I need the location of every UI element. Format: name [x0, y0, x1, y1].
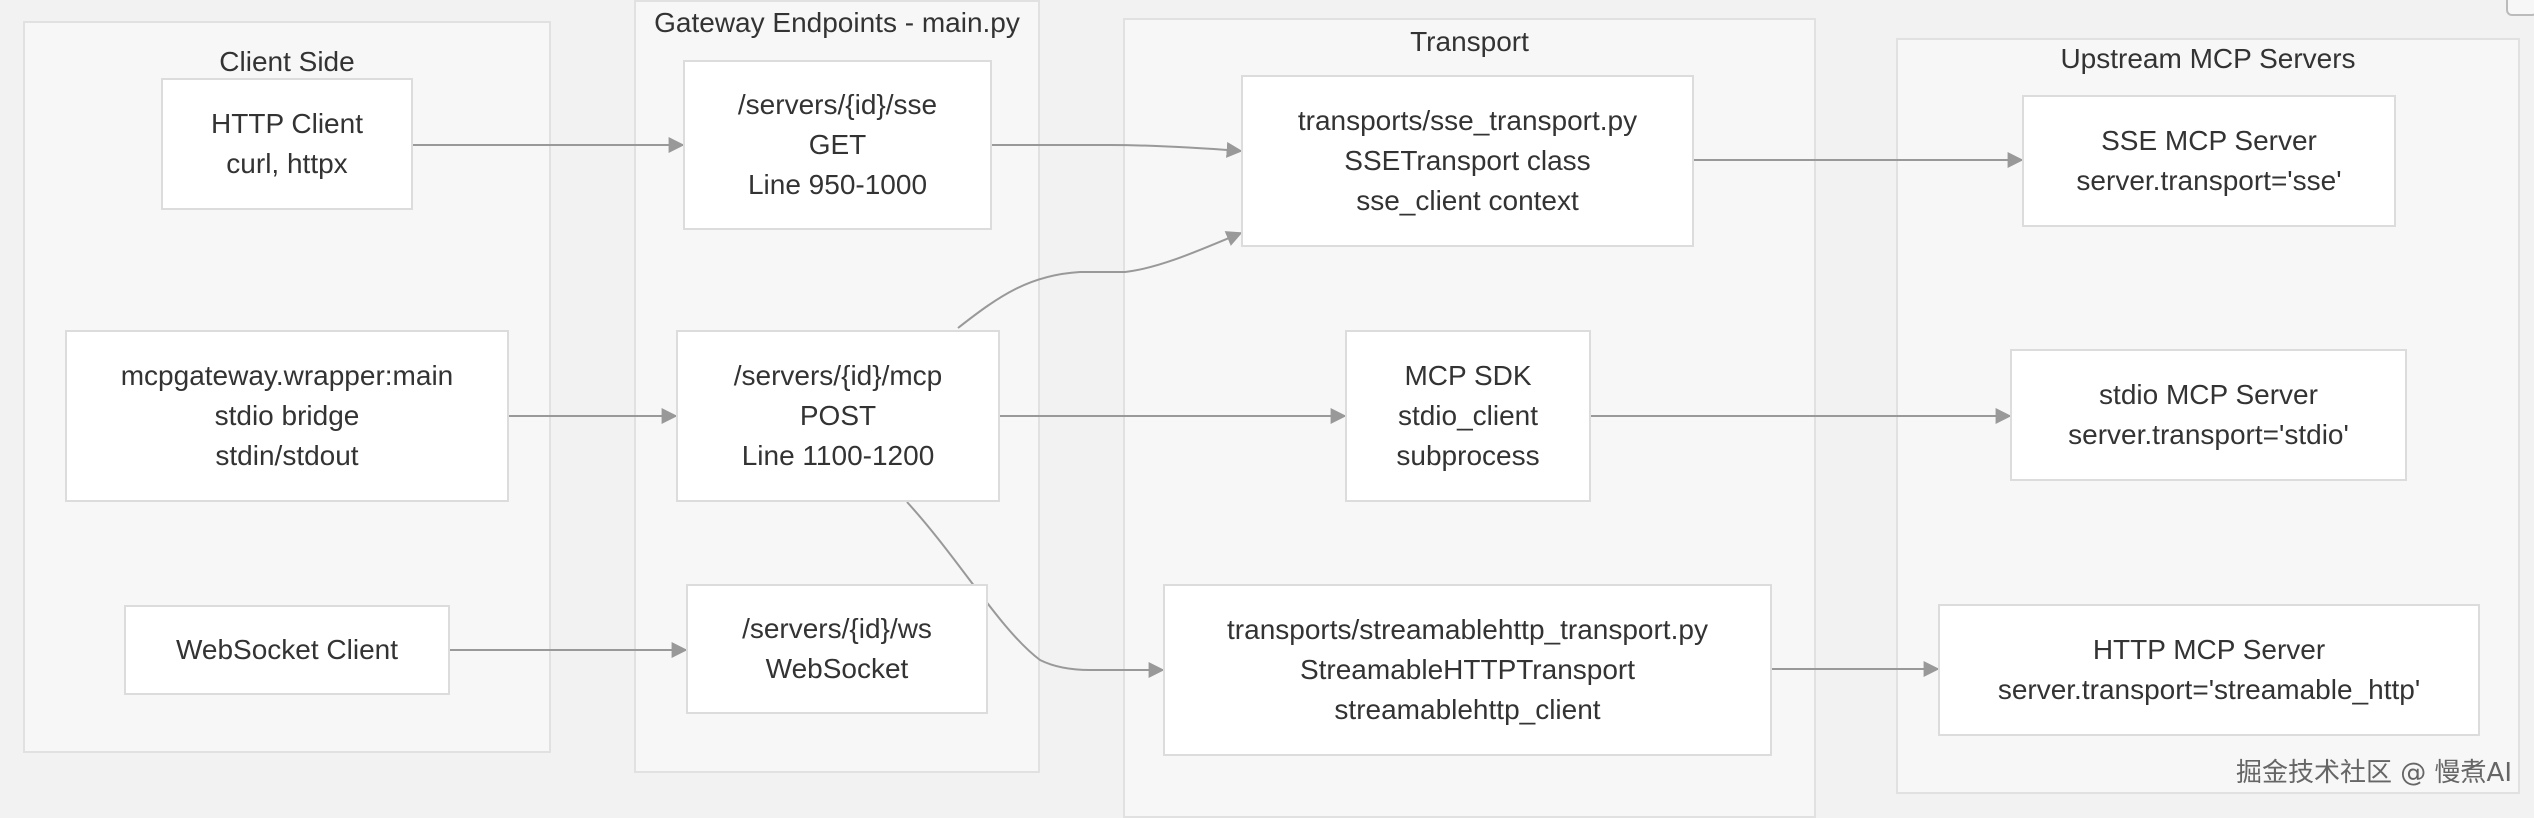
node-http-mcp-server[interactable]: HTTP MCP Server server.transport='stream… — [1938, 604, 2480, 736]
cluster-title-transport-implementations: Transport Implementations — [1410, 26, 1529, 57]
node-sse-server-line-1: SSE MCP Server — [2101, 125, 2317, 156]
node-mcp-sdk-line-2: stdio_client — [1397, 400, 1539, 431]
node-streamable-transport-line-1: transports/streamablehttp_transport.py — [1227, 614, 1708, 645]
watermark-text: 掘金技术社区 @ 慢煮AI — [2236, 758, 2512, 788]
node-stdio-server-line-2: server.transport='stdio' — [2068, 419, 2349, 450]
node-sse-endpoint-line-2: GET — [808, 129, 867, 160]
node-mcpgateway-wrapper[interactable]: mcpgateway.wrapper:main stdio bridge std… — [65, 330, 509, 502]
node-sse-mcp-server[interactable]: SSE MCP Server server.transport='sse' — [2022, 95, 2396, 227]
node-mcp-endpoint-line-2: POST — [799, 400, 877, 431]
node-ws-endpoint[interactable]: /servers/{id}/ws WebSocket — [686, 584, 988, 714]
node-websocket-client[interactable]: WebSocket Client — [124, 605, 450, 695]
node-wrapper-line-1: mcpgateway.wrapper:main — [120, 360, 454, 391]
corner-control-icon[interactable] — [2506, 0, 2534, 16]
node-ws-endpoint-line-1: /servers/{id}/ws — [742, 613, 932, 644]
node-mcp-endpoint[interactable]: /servers/{id}/mcp POST Line 1100-1200 — [676, 330, 1000, 502]
node-stdio-server-line-1: stdio MCP Server — [2099, 379, 2318, 410]
node-sse-server-line-2: server.transport='sse' — [2076, 165, 2342, 196]
node-mcp-sdk-line-1: MCP SDK — [1404, 360, 1532, 391]
node-mcp-sdk[interactable]: MCP SDK stdio_client subprocess — [1345, 330, 1591, 502]
node-sse-transport-line-2: SSETransport class — [1344, 145, 1591, 176]
node-http-client-line-1: HTTP Client — [211, 108, 363, 139]
node-http-server-line-1: HTTP MCP Server — [2092, 634, 2326, 665]
node-stdio-mcp-server[interactable]: stdio MCP Server server.transport='stdio… — [2010, 349, 2407, 481]
node-streamable-transport-line-2: StreamableHTTPTransport — [1299, 654, 1636, 685]
node-sse-transport-line-3: sse_client context — [1356, 185, 1579, 216]
node-sse-endpoint-line-3: Line 950-1000 — [747, 169, 928, 200]
node-streamable-transport[interactable]: transports/streamablehttp_transport.py S… — [1163, 584, 1772, 756]
node-ws-endpoint-line-2: WebSocket — [765, 653, 909, 684]
node-mcp-endpoint-line-3: Line 1100-1200 — [741, 440, 935, 471]
node-http-client-line-2: curl, httpx — [226, 148, 348, 179]
cluster-title-client-side: Client Side — [219, 46, 355, 77]
node-sse-endpoint-line-1: /servers/{id}/sse — [737, 89, 938, 120]
cluster-title-gateway-endpoints: Gateway Endpoints - main.py — [654, 7, 1020, 38]
cluster-title-upstream-mcp-servers: Upstream MCP Servers — [2060, 43, 2356, 74]
node-mcp-sdk-line-3: subprocess — [1396, 440, 1540, 471]
node-wrapper-line-2: stdio bridge — [214, 400, 360, 431]
node-sse-endpoint[interactable]: /servers/{id}/sse GET Line 950-1000 — [683, 60, 992, 230]
node-mcp-endpoint-line-1: /servers/{id}/mcp — [733, 360, 943, 391]
node-sse-transport[interactable]: transports/sse_transport.py SSETransport… — [1241, 75, 1694, 247]
node-ws-client-line-1: WebSocket Client — [175, 634, 399, 665]
node-streamable-transport-line-3: streamablehttp_client — [1334, 694, 1601, 725]
node-wrapper-line-3: stdin/stdout — [215, 440, 359, 471]
node-sse-transport-line-1: transports/sse_transport.py — [1297, 105, 1638, 136]
node-http-client[interactable]: HTTP Client curl, httpx — [161, 78, 413, 210]
node-http-server-line-2: server.transport='streamable_http' — [1997, 674, 2421, 705]
